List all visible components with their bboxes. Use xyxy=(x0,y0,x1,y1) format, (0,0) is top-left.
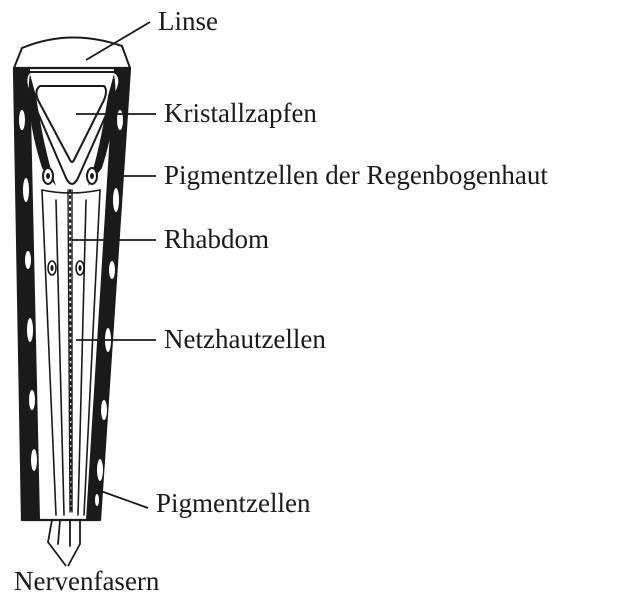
label-linse: Linse xyxy=(158,6,218,36)
label-netzhautzellen: Netzhautzellen xyxy=(164,324,326,354)
label-nervenfasern: Nervenfasern xyxy=(14,566,160,596)
label-kristallzapfen: Kristallzapfen xyxy=(164,98,317,128)
label-rhabdom: Rhabdom xyxy=(164,224,269,254)
leader-nervenfasern-b xyxy=(68,544,80,566)
leader-nervenfasern-a xyxy=(48,542,66,566)
nerve-fibers xyxy=(48,520,80,546)
lens-shape xyxy=(14,37,130,68)
label-pigmentzellen: Pigmentzellen xyxy=(156,488,311,518)
leader-pigmentzellen xyxy=(98,490,148,508)
label-pigmentzellen-regenbogenhaut: Pigmentzellen der Regenbogenhaut xyxy=(164,160,548,190)
